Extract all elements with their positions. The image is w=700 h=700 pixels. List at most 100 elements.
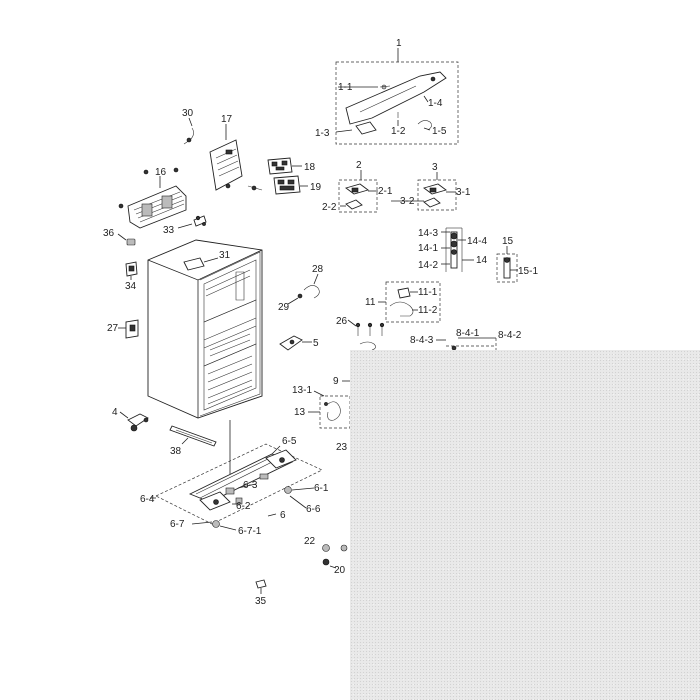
label-38: 38 (170, 446, 182, 457)
label-1: 1 (396, 38, 402, 49)
part-22-group: 22 (304, 536, 348, 552)
label-8-4-2: 8-4-2 (498, 330, 522, 341)
label-11-1: 11-1 (418, 287, 438, 298)
label-6-1: 6-1 (314, 483, 329, 494)
label-5: 5 (313, 338, 319, 349)
label-14-1: 14-1 (418, 243, 438, 254)
label-22: 22 (304, 536, 316, 547)
part-30-group: 30 (182, 108, 194, 145)
part-16-group: 16 (118, 167, 187, 229)
label-6-2: 6-2 (236, 501, 251, 512)
part-9-label: 9 (333, 376, 350, 387)
part-31-component (183, 257, 205, 271)
part-28-29-group: 28 29 (278, 264, 324, 313)
label-33: 33 (163, 225, 175, 236)
label-14-3: 14-3 (418, 228, 438, 239)
wheel-6-7-1 (212, 520, 220, 528)
label-6-7-1: 6-7-1 (238, 526, 262, 537)
cap-36 (126, 238, 136, 246)
label-15-1: 15-1 (518, 266, 538, 277)
part-38-group: 38 (169, 425, 217, 457)
label-23: 23 (336, 442, 348, 453)
label-30: 30 (182, 108, 194, 119)
label-35: 35 (255, 596, 267, 607)
label-9: 9 (333, 376, 339, 387)
hose-28 (303, 285, 320, 299)
label-20: 20 (334, 565, 346, 576)
part-8-4-group: 8-4-3 8-4-1 8-4-2 (410, 328, 522, 350)
label-16: 16 (155, 167, 167, 178)
label-17: 17 (221, 114, 233, 125)
sensor-11-1 (397, 287, 411, 299)
cap-20 (322, 558, 330, 566)
cabinet-body: 31 (147, 239, 263, 419)
label-1-3: 1-3 (315, 128, 330, 139)
clip-29 (297, 293, 303, 299)
pcb-19 (273, 175, 301, 195)
wire-11-2 (389, 301, 414, 317)
label-11: 11 (365, 297, 376, 308)
label-6-7: 6-7 (170, 519, 185, 530)
label-29: 29 (278, 302, 290, 313)
foot-22 (322, 544, 330, 552)
label-31: 31 (219, 250, 231, 261)
label-13: 13 (294, 407, 306, 418)
label-11-2: 11-2 (418, 305, 438, 316)
part-4-group: 4 (112, 407, 149, 432)
label-6: 6 (280, 510, 286, 521)
label-14-4: 14-4 (467, 236, 487, 247)
label-19: 19 (310, 182, 322, 193)
label-3-2: 3-2 (400, 196, 415, 207)
part-3-group: 3 3-1 3-2 (391, 162, 471, 211)
bracket-33 (193, 215, 207, 227)
label-34: 34 (125, 281, 137, 292)
leg-4 (127, 413, 149, 427)
wheel-6-1 (284, 486, 292, 494)
label-8-4-3: 8-4-3 (410, 335, 434, 346)
part-23-label: 23 (336, 442, 348, 453)
part-17-group: 17 (209, 114, 243, 191)
control-cover-17 (209, 139, 243, 191)
part-9-assembly-edge (359, 341, 457, 351)
part-27-group: 27 (107, 319, 139, 339)
part-33-group: 33 (163, 215, 207, 236)
occluded-noise-region (350, 350, 700, 700)
label-28: 28 (312, 264, 324, 275)
label-6-4: 6-4 (140, 494, 155, 505)
part-5-group: 5 (279, 335, 319, 351)
harness-13 (327, 401, 341, 421)
label-15: 15 (502, 236, 514, 247)
hinge-pad (355, 121, 377, 135)
label-1-2: 1-2 (391, 126, 406, 137)
label-26: 26 (336, 316, 348, 327)
label-2-2: 2-2 (322, 202, 337, 213)
part-2-group: 2 2-1 2-2 (322, 160, 393, 213)
part-11-group: 11-1 11-2 11 (365, 281, 441, 323)
part-35-group: 35 (255, 579, 267, 607)
part-20-group: 20 (322, 558, 346, 576)
label-6-5: 6-5 (282, 436, 297, 447)
clip-1-5 (417, 120, 432, 131)
label-4: 4 (112, 407, 118, 418)
label-6-3: 6-3 (243, 480, 258, 491)
label-1-4: 1-4 (428, 98, 443, 109)
part-18-group: 18 (267, 157, 316, 175)
clip-35 (255, 579, 267, 589)
label-3: 3 (432, 162, 438, 173)
label-2: 2 (356, 160, 362, 171)
label-36: 36 (103, 228, 115, 239)
label-13-1: 13-1 (292, 385, 312, 396)
label-8-4-1: 8-4-1 (456, 328, 480, 339)
top-hinge-bracket (345, 71, 447, 125)
part-36-group: 36 (103, 228, 136, 246)
part-6-group: 6-5 6-1 6-3 6-4 6-2 6-6 6 6-7 6-7-1 (140, 420, 329, 537)
label-3-1: 3-1 (456, 187, 471, 198)
part-14-group: 14-3 14-4 14-1 14 14-2 (418, 227, 488, 272)
foot-22-b (340, 544, 348, 552)
part-34-group: 34 (125, 261, 138, 292)
part-15-group: 15 15-1 (496, 236, 538, 283)
label-14: 14 (476, 255, 488, 266)
part-19-group: 19 (247, 175, 322, 195)
